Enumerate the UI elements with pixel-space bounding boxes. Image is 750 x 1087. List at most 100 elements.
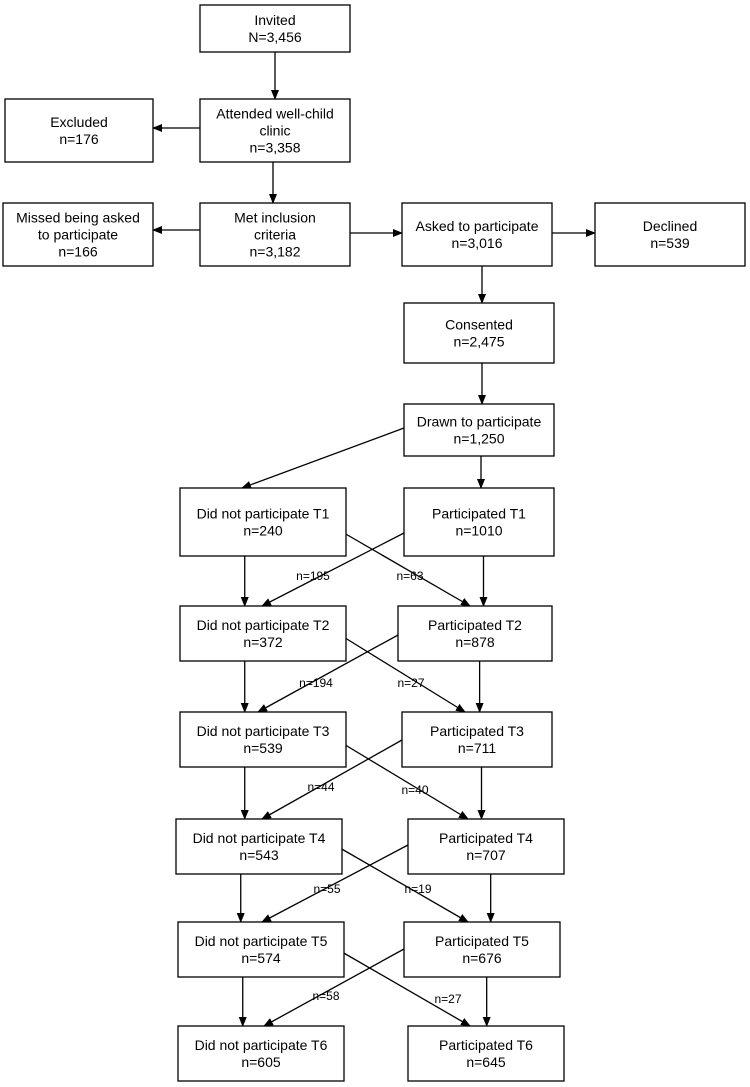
arrow-to-participant-2	[341, 635, 466, 713]
node-box	[199, 98, 351, 163]
node-text-line: Did not participate T4	[193, 830, 326, 846]
arrow-to-participant-4	[339, 847, 469, 923]
node-box	[199, 4, 351, 53]
node-text-line: n=676	[462, 950, 502, 966]
arrow-to-participant-3	[341, 742, 469, 820]
node-box	[175, 818, 343, 875]
node-p-t4: Participated T4n=707	[407, 818, 565, 875]
node-text-line: Participated T4	[439, 830, 533, 846]
arrow-to-nonparticipant-4	[261, 844, 409, 923]
node-text-line: Met inclusion	[234, 210, 316, 226]
node-text-line: Did not participate T5	[195, 933, 328, 949]
node-text-line: N=3,456	[248, 29, 302, 45]
node-dnp-t2: Did not participate T2n=372	[179, 605, 347, 662]
node-text-line: Missed being asked	[16, 210, 140, 226]
node-box	[403, 487, 555, 557]
node-box	[401, 202, 553, 267]
node-text-line: n=3,182	[250, 244, 301, 260]
edges	[152, 52, 596, 1027]
node-text-line: n=574	[241, 950, 281, 966]
node-text-line: Did not participate T3	[197, 723, 330, 739]
node-text-line: n=707	[466, 847, 506, 863]
node-text-line: n=543	[239, 847, 279, 863]
transition-count-label: n=58	[312, 989, 339, 1003]
node-text-line: Did not participate T6	[195, 1037, 328, 1053]
arrow-to-nonparticipant-5	[263, 948, 405, 1027]
node-box	[407, 818, 565, 875]
node-dnp-t1: Did not participate T1n=240	[179, 487, 347, 557]
arrow-to-nonparticipant-1	[261, 532, 405, 607]
arrow-to-nonparticipant-3	[261, 739, 403, 820]
node-box	[407, 1025, 565, 1082]
node-text-line: Did not participate T2	[197, 617, 330, 633]
node-text-line: n=176	[59, 131, 99, 147]
node-text-line: n=1,250	[454, 431, 505, 447]
node-box	[179, 487, 347, 557]
transition-count-label: n=44	[307, 780, 334, 794]
node-dnp-t4: Did not participate T4n=543	[175, 818, 343, 875]
node-text-line: Participated T3	[430, 723, 524, 739]
node-text-line: n=605	[241, 1054, 281, 1070]
node-box	[403, 302, 555, 364]
node-box	[177, 921, 345, 978]
node-p-t2: Participated T2n=878	[397, 605, 553, 662]
node-text-line: criteria	[254, 227, 296, 243]
transition-count-label: n=194	[299, 676, 333, 690]
node-text-line: Participated T6	[439, 1037, 533, 1053]
arrow-drawn-to-dnp-t1	[241, 427, 405, 489]
node-text-line: Asked to participate	[416, 218, 539, 234]
node-p-t5: Participated T5n=676	[403, 921, 561, 978]
node-p-t3: Participated T3n=711	[401, 711, 553, 768]
node-text-line: n=539	[243, 740, 283, 756]
node-text-line: Declined	[643, 218, 697, 234]
node-box	[179, 605, 347, 662]
node-p-t1: Participated T1n=1010	[403, 487, 555, 557]
node-dnp-t5: Did not participate T5n=574	[177, 921, 345, 978]
node-box	[403, 921, 561, 978]
arrow-to-participant-5	[341, 951, 471, 1027]
node-text-line: n=539	[650, 235, 690, 251]
node-text-line: n=2,475	[454, 334, 505, 350]
node-text-line: n=3,358	[250, 140, 301, 156]
node-text-line: Invited	[254, 12, 295, 28]
node-box	[401, 711, 553, 768]
node-text-line: Excluded	[50, 114, 108, 130]
node-text-line: n=166	[58, 244, 98, 260]
node-p-t6: Participated T6n=645	[407, 1025, 565, 1082]
transition-count-label: n=63	[396, 569, 423, 583]
node-text-line: Participated T1	[432, 506, 526, 522]
node-dnp-t3: Did not participate T3n=539	[179, 711, 347, 768]
node-box	[594, 202, 746, 267]
transition-count-label: n=27	[434, 992, 461, 1006]
node-text-line: Participated T5	[435, 933, 529, 949]
node-box	[2, 202, 154, 267]
node-text-line: Consented	[445, 317, 513, 333]
node-text-line: to participate	[38, 227, 118, 243]
arrow-to-participant-1	[343, 532, 471, 607]
node-text-line: n=240	[243, 523, 283, 539]
transition-count-label: n=55	[313, 882, 340, 896]
node-box	[179, 711, 347, 768]
node-text-line: clinic	[259, 123, 290, 139]
transition-count-label: n=19	[404, 882, 431, 896]
node-dnp-t6: Did not participate T6n=605	[177, 1025, 345, 1082]
node-box	[397, 605, 553, 662]
node-text-line: Participated T2	[428, 617, 522, 633]
node-text-line: n=645	[466, 1054, 506, 1070]
transition-count-label: n=195	[296, 569, 330, 583]
node-text-line: Attended well-child	[216, 106, 334, 122]
node-text-line: n=878	[455, 634, 495, 650]
node-text-line: n=3,016	[452, 235, 503, 251]
